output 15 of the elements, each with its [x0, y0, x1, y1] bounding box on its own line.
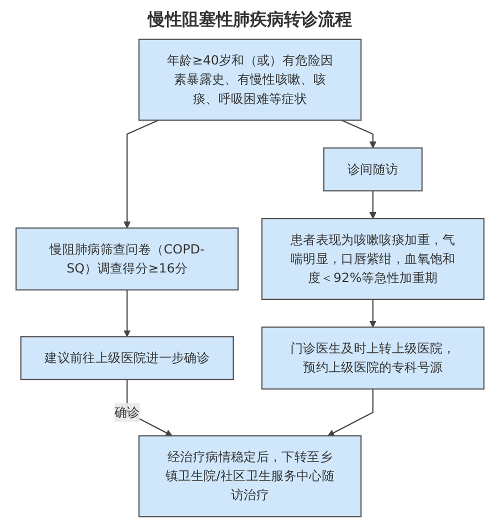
arrow [124, 290, 131, 337]
edge-label: 确诊 [114, 404, 140, 420]
arrow [341, 120, 376, 148]
node-box: 年龄≥40岁和（或）有危险因素暴露史、有慢性咳嗽、咳痰、呼吸困难等症状 [138, 38, 362, 121]
node-box: 慢阻肺病筛查问卷（COPD-SQ）调查得分≥16分 [16, 227, 239, 290]
node-box: 建议前往上级医院进一步确诊 [20, 336, 234, 380]
node-box: 患者表现为咳嗽咳痰加重，气喘明显，口唇紫绀，血氧饱和度＜92%等急性加重期 [261, 218, 484, 300]
node-box: 门诊医生及时上转上级医院，预约上级医院的专科号源 [261, 326, 484, 390]
arrow [328, 389, 374, 436]
arrow [124, 120, 159, 228]
node-box: 经治疗病情稳定后，下转至乡镇卫生院/社区卫生服务中心随访治疗 [138, 435, 362, 518]
arrow [369, 299, 376, 328]
node-box: 诊间随访 [323, 147, 423, 192]
diagram-title: 慢性阻塞性肺疾病转诊流程 [146, 9, 353, 31]
arrow [369, 190, 376, 219]
